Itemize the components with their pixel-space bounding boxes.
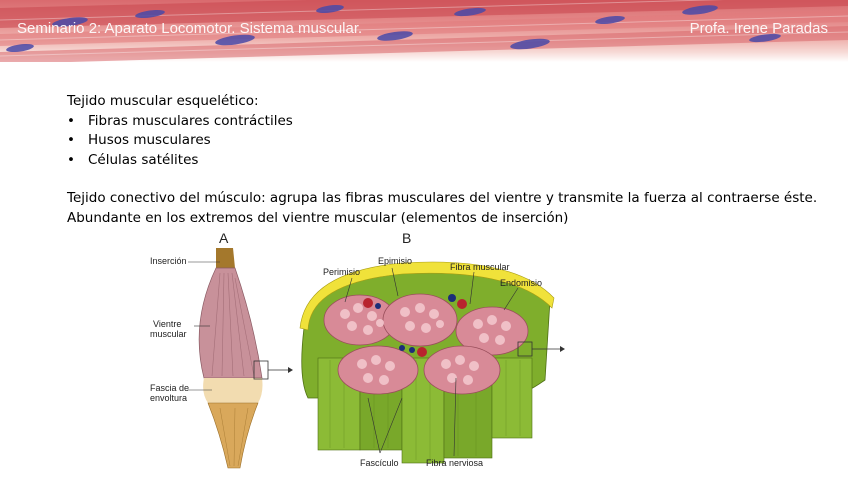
label-fasciculo: Fascículo [360, 458, 399, 468]
bullet-list: Fibras musculares contráctiles Husos mus… [67, 112, 827, 171]
whole-muscle-drawing [188, 248, 293, 468]
bullet-item: Fibras musculares contráctiles [67, 112, 827, 132]
presentation-title: Seminario 2: Aparato Locomotor. Sistema … [17, 20, 362, 37]
label-fascia-2: envoltura [150, 393, 187, 403]
label-fascia-1: Fascia de [150, 383, 189, 393]
label-fibra-nerviosa: Fibra nerviosa [426, 458, 483, 468]
label-insercion: Inserción [150, 256, 187, 266]
paragraph-connective: Tejido conectivo del músculo: agrupa las… [67, 189, 827, 209]
paragraph-insertion: Abundante en los extremos del vientre mu… [67, 209, 827, 229]
cross-section-drawing [300, 262, 565, 463]
label-fibra-muscular: Fibra muscular [450, 262, 510, 272]
label-perimisio: Perimisio [323, 267, 360, 277]
muscle-anatomy-figure: A B Inserción Vientre muscular Fascia de… [140, 228, 580, 477]
section-heading: Tejido muscular esquelético: [67, 92, 827, 112]
muscle-diagram [140, 228, 580, 477]
label-vientre-2: muscular [150, 329, 187, 339]
bullet-item: Husos musculares [67, 131, 827, 151]
header-banner: Seminario 2: Aparato Locomotor. Sistema … [0, 0, 848, 62]
label-vientre-1: Vientre [153, 319, 181, 329]
slide-content: Tejido muscular esquelético: Fibras musc… [67, 92, 827, 228]
panel-b-label: B [402, 230, 411, 246]
author-name: Profa. Irene Paradas [690, 20, 828, 37]
panel-a-label: A [219, 230, 228, 246]
bullet-item: Células satélites [67, 151, 827, 171]
label-endomisio: Endomisio [500, 278, 542, 288]
label-epimisio: Epimisio [378, 256, 412, 266]
